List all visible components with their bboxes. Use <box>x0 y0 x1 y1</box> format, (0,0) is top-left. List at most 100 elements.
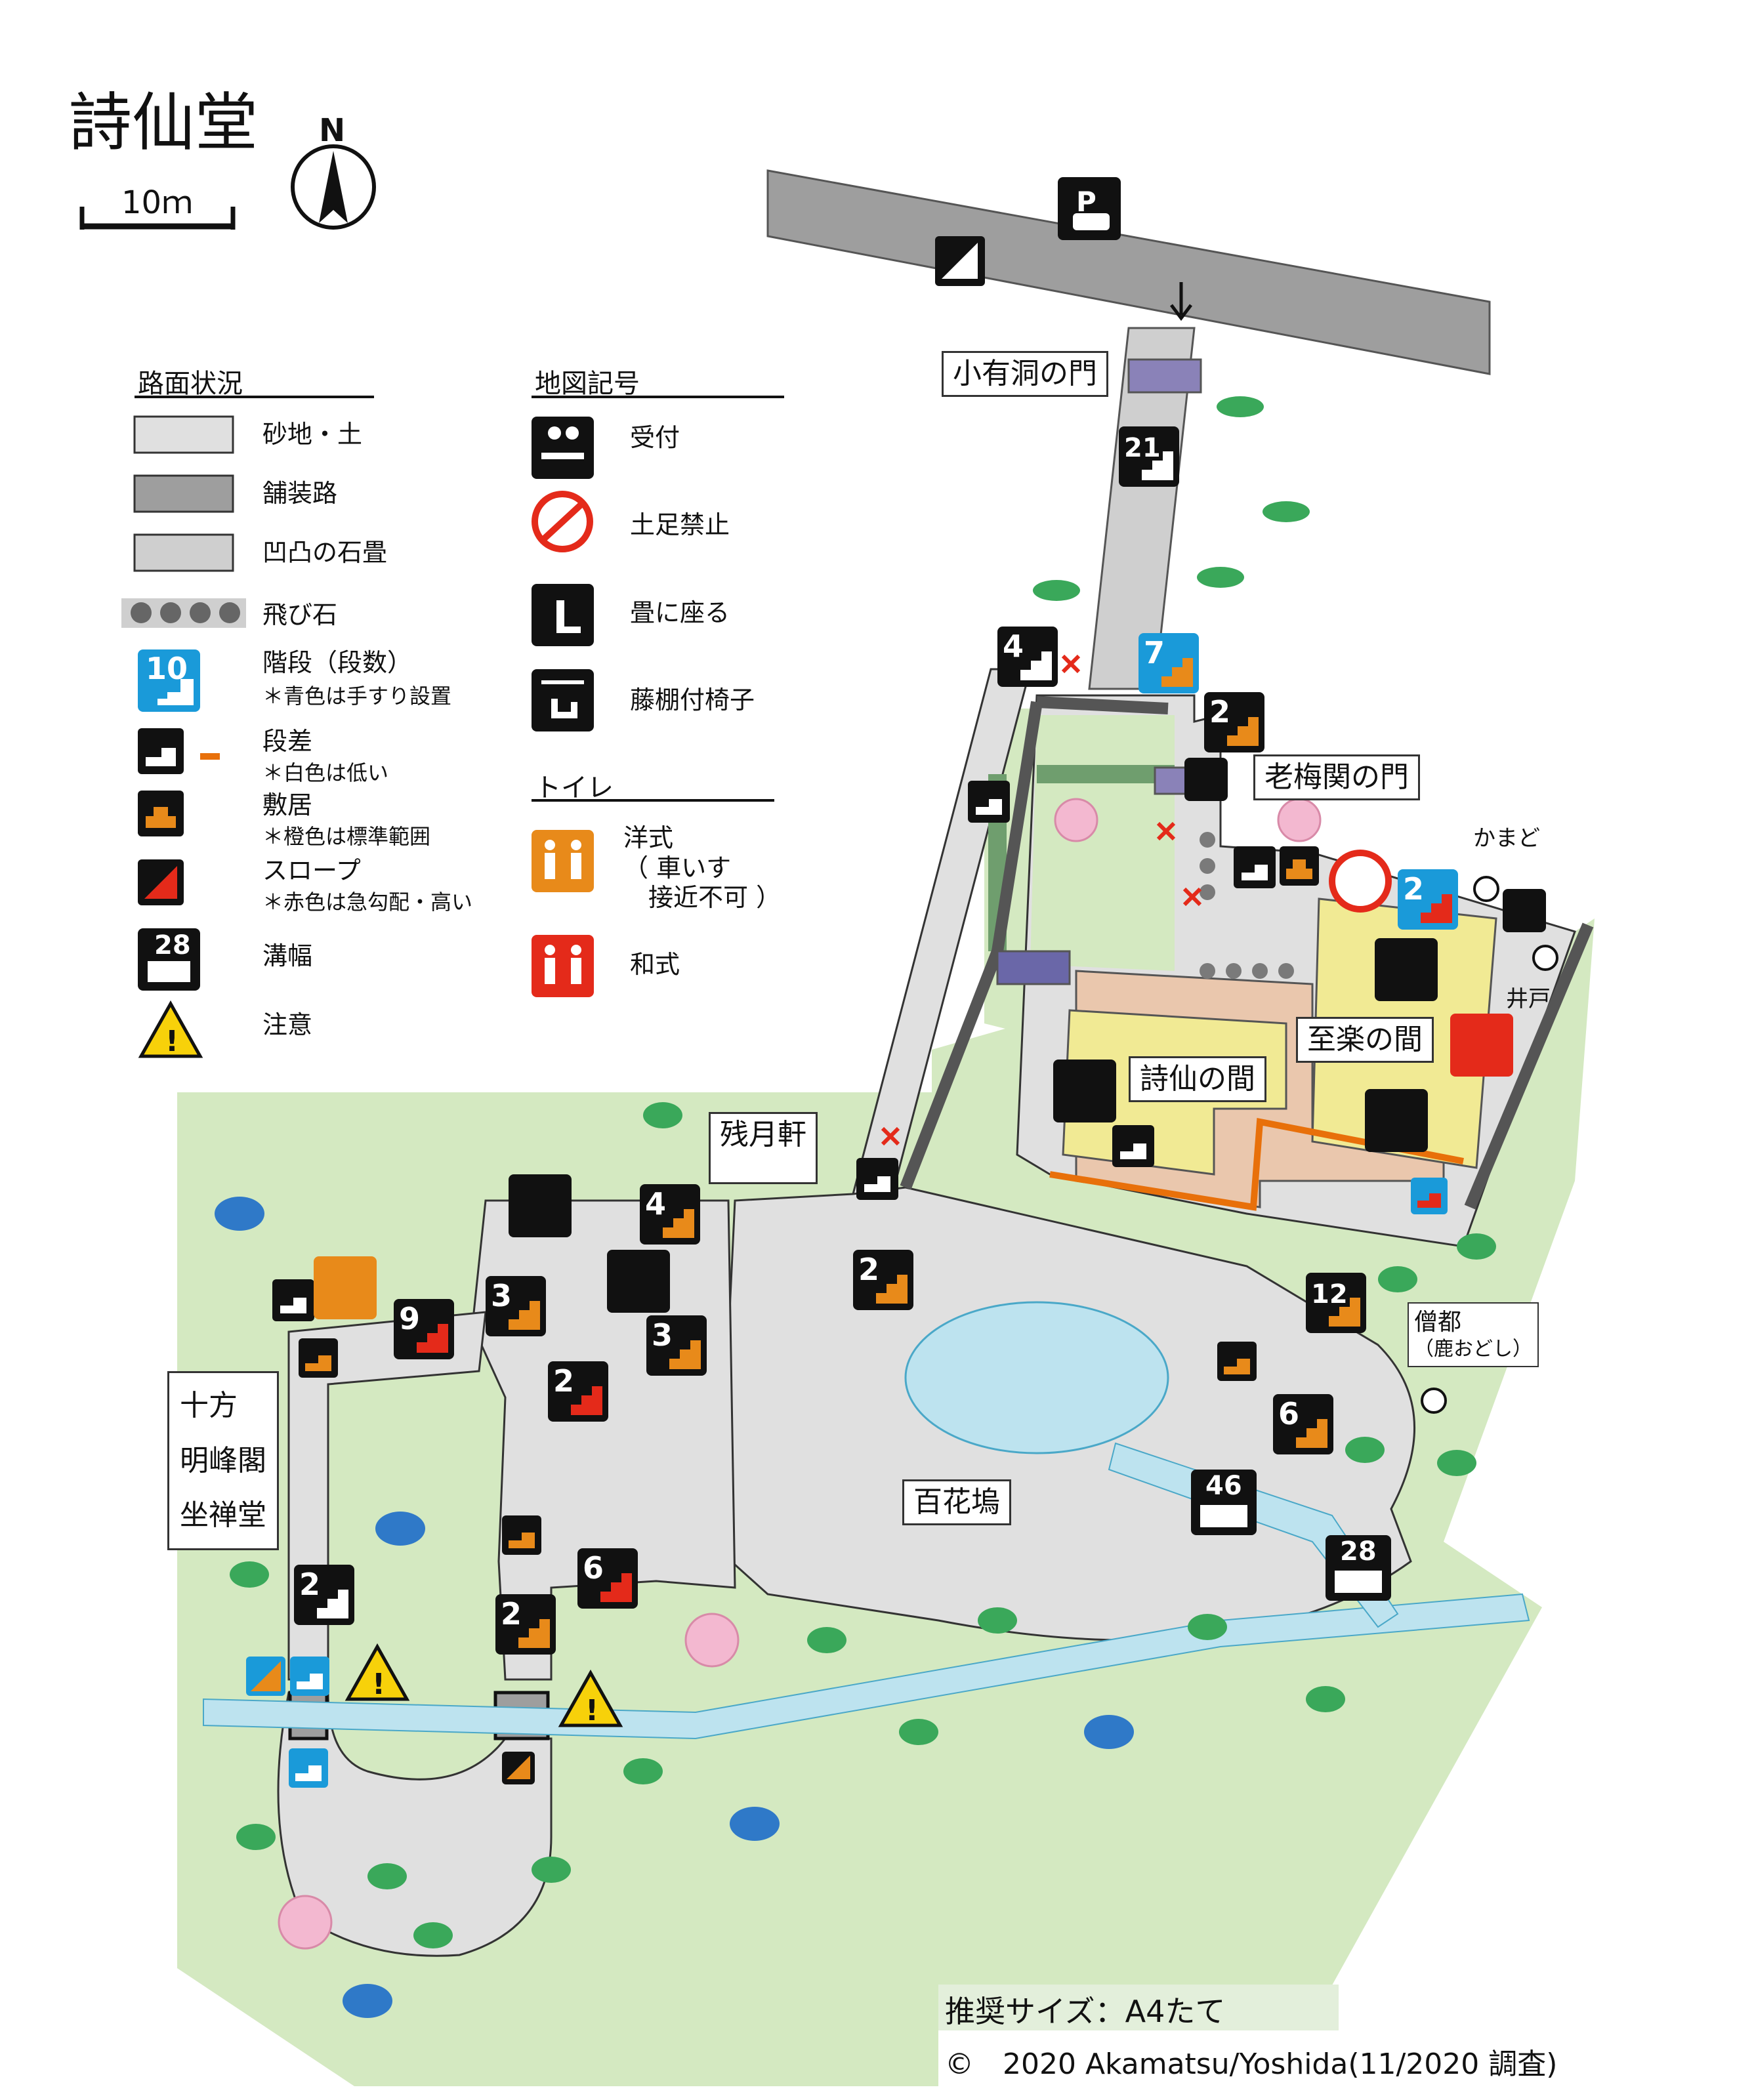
legend-no-shoes-label: 土足禁止 <box>630 510 730 539</box>
label-sozu-1: 僧都 <box>1414 1309 1462 1336</box>
legend-western-toilet-icon <box>532 830 594 892</box>
legend-cobble-swatch <box>133 533 234 572</box>
stair-count-label: 2 <box>1403 871 1424 907</box>
well-marker <box>1532 945 1558 971</box>
plant-icons <box>230 1102 1496 1948</box>
stair-count-label: 12 <box>1311 1279 1348 1309</box>
legend-tatami-sit-label: 畳に座る <box>630 598 730 627</box>
label-kamado: かまど <box>1473 825 1540 852</box>
legend-japanese-toilet-icon <box>532 935 594 997</box>
entrance-arrow <box>1170 282 1192 321</box>
legend-threshold-note: ＊橙色は標準範囲 <box>262 824 431 849</box>
stair-count-icon: 4 <box>640 1184 700 1245</box>
legend-stepping-dots <box>131 602 240 623</box>
stair-count-icon: 2 <box>1398 869 1458 930</box>
cherry-blossom-icons <box>278 798 1322 1950</box>
svg-text:P: P <box>1076 186 1096 218</box>
stair-count-icon: 6 <box>1273 1394 1333 1454</box>
roof-block-west <box>996 950 1071 985</box>
road-paved <box>766 169 1491 375</box>
footer-size-bg <box>938 1985 1339 2030</box>
stair-count-icon: 3 <box>486 1276 546 1336</box>
legend-reception-icon <box>532 417 594 479</box>
legend-paved-label: 舗装路 <box>262 479 338 508</box>
legend-step-label: 段差 <box>262 727 313 756</box>
stair-count-label: 6 <box>1278 1396 1299 1431</box>
legend-reception-label: 受付 <box>630 423 680 452</box>
stair-count-icon: 4 <box>997 627 1058 687</box>
label-gate2: 老梅関の門 <box>1253 754 1420 800</box>
stair-count-label: 2 <box>501 1596 522 1632</box>
stair-count-label: 4 <box>1003 628 1024 664</box>
threshold-icons <box>246 846 1319 1784</box>
step-icons <box>272 781 1276 1321</box>
stepping-stones <box>1200 832 1294 979</box>
tatami-sit-icon <box>1053 1060 1116 1122</box>
stair-count-icon: 7 <box>1138 633 1199 693</box>
loop-path <box>277 1691 553 1957</box>
label-jippo-2: 明峰閣 <box>180 1443 266 1477</box>
legend-cobble-label: 凹凸の石畳 <box>262 538 388 567</box>
stair-count-label: 2 <box>858 1252 879 1287</box>
label-room2: 至楽の間 <box>1296 1017 1434 1063</box>
north-label: N <box>319 112 345 149</box>
gate1-roof <box>1127 358 1202 394</box>
legend-step-note: ＊白色は低い <box>262 760 389 785</box>
legend-slope-label: スロープ <box>262 856 361 885</box>
legend-paved-swatch <box>133 474 234 513</box>
legend-wisteria-bench-label: 藤棚付椅子 <box>630 686 755 714</box>
map-title: 詩仙堂 <box>69 86 258 159</box>
pond <box>904 1301 1169 1454</box>
scale-label: 10ｍ <box>121 184 193 221</box>
legend-symbols-heading: 地図記号 <box>535 369 640 399</box>
tatami-sit-icon <box>1365 1089 1428 1152</box>
step-icon <box>1503 889 1546 932</box>
parking-icon: P <box>1058 177 1121 240</box>
legend-stairs-label: 階段（段数） <box>262 648 413 677</box>
label-sozu-2: （鹿おどし） <box>1414 1338 1532 1361</box>
stair-count-icon: 9 <box>394 1299 454 1359</box>
legend-caution-icon <box>138 1000 203 1058</box>
western-toilet-icon <box>314 1256 377 1319</box>
stair-count-icon: 12 <box>1306 1273 1366 1333</box>
label-gate1: 小有洞の門 <box>942 351 1108 397</box>
legend-western-toilet-label: 洋式 （ 車いす 接近不可 ） <box>623 823 782 913</box>
ditch-width-icon: 28 <box>1326 1535 1391 1601</box>
stair-count-label: 21 <box>1124 433 1161 463</box>
ditch-width-28: 28 <box>1340 1536 1377 1567</box>
label-room1: 詩仙の間 <box>1129 1056 1266 1102</box>
stair-count-icon: 2 <box>1204 692 1264 752</box>
legend-stairs-note: ＊青色は手すり設置 <box>262 684 452 709</box>
bamboo-icons <box>1033 396 1310 601</box>
step-icon <box>1184 758 1228 801</box>
legend-sand-swatch <box>133 415 234 454</box>
legend-step-icon <box>138 728 184 774</box>
legend-ditch-num: 28 <box>154 930 191 960</box>
stream-branch <box>1108 1442 1399 1628</box>
no-shoes-icon <box>1329 850 1392 913</box>
stair-count-icon: 21 <box>1119 426 1179 487</box>
stair-count-label: 4 <box>645 1186 666 1222</box>
stair-count-icon: 2 <box>853 1250 913 1310</box>
svg-text:!: ! <box>372 1668 385 1701</box>
ditch-width-icon: 46 <box>1191 1470 1257 1535</box>
stair-count-label: 2 <box>299 1567 320 1602</box>
stair-count-label: 7 <box>1144 635 1165 670</box>
label-jippo-1: 十方 <box>180 1389 238 1422</box>
legend-surface-heading: 路面状況 <box>138 369 243 399</box>
handrail-step-icons <box>289 1178 1448 1788</box>
orange-edge <box>1049 1118 1464 1211</box>
label-well: 井戸 <box>1506 986 1551 1012</box>
dark-wall-east <box>1464 922 1594 1210</box>
footer-copyright: © 2020 Akamatsu/Yoshida(11/2020 調査) <box>945 2048 1558 2081</box>
legend-slope-note: ＊赤色は急勾配・高い <box>262 890 473 915</box>
label-sozu: 僧都 （鹿おどし） <box>1408 1302 1539 1367</box>
stair-count-label: 6 <box>583 1550 604 1586</box>
kamado-marker <box>1473 876 1499 902</box>
label-jippo-3: 坐禅堂 <box>180 1498 266 1533</box>
stair-count-icon: 2 <box>548 1361 608 1422</box>
reception-icon <box>1375 938 1438 1001</box>
label-hyakka: 百花塢 <box>902 1479 1011 1525</box>
svg-text:!: ! <box>165 1025 178 1058</box>
legend-caution-label: 注意 <box>262 1010 313 1039</box>
